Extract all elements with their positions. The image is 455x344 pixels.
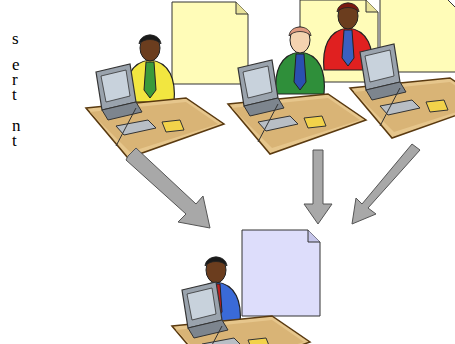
cropped-text-fragment: t — [12, 132, 17, 150]
worker-blue — [172, 257, 310, 344]
flow-arrow — [126, 148, 210, 228]
flow-arrow — [352, 144, 420, 224]
worker-red — [324, 3, 455, 138]
flow-arrow — [304, 150, 332, 224]
cropped-text-fragment: t — [12, 86, 17, 104]
document-lavender — [242, 230, 320, 316]
worker-yellow — [86, 35, 224, 158]
document-yellow — [172, 2, 248, 84]
cropped-text-fragment: s — [12, 30, 19, 48]
